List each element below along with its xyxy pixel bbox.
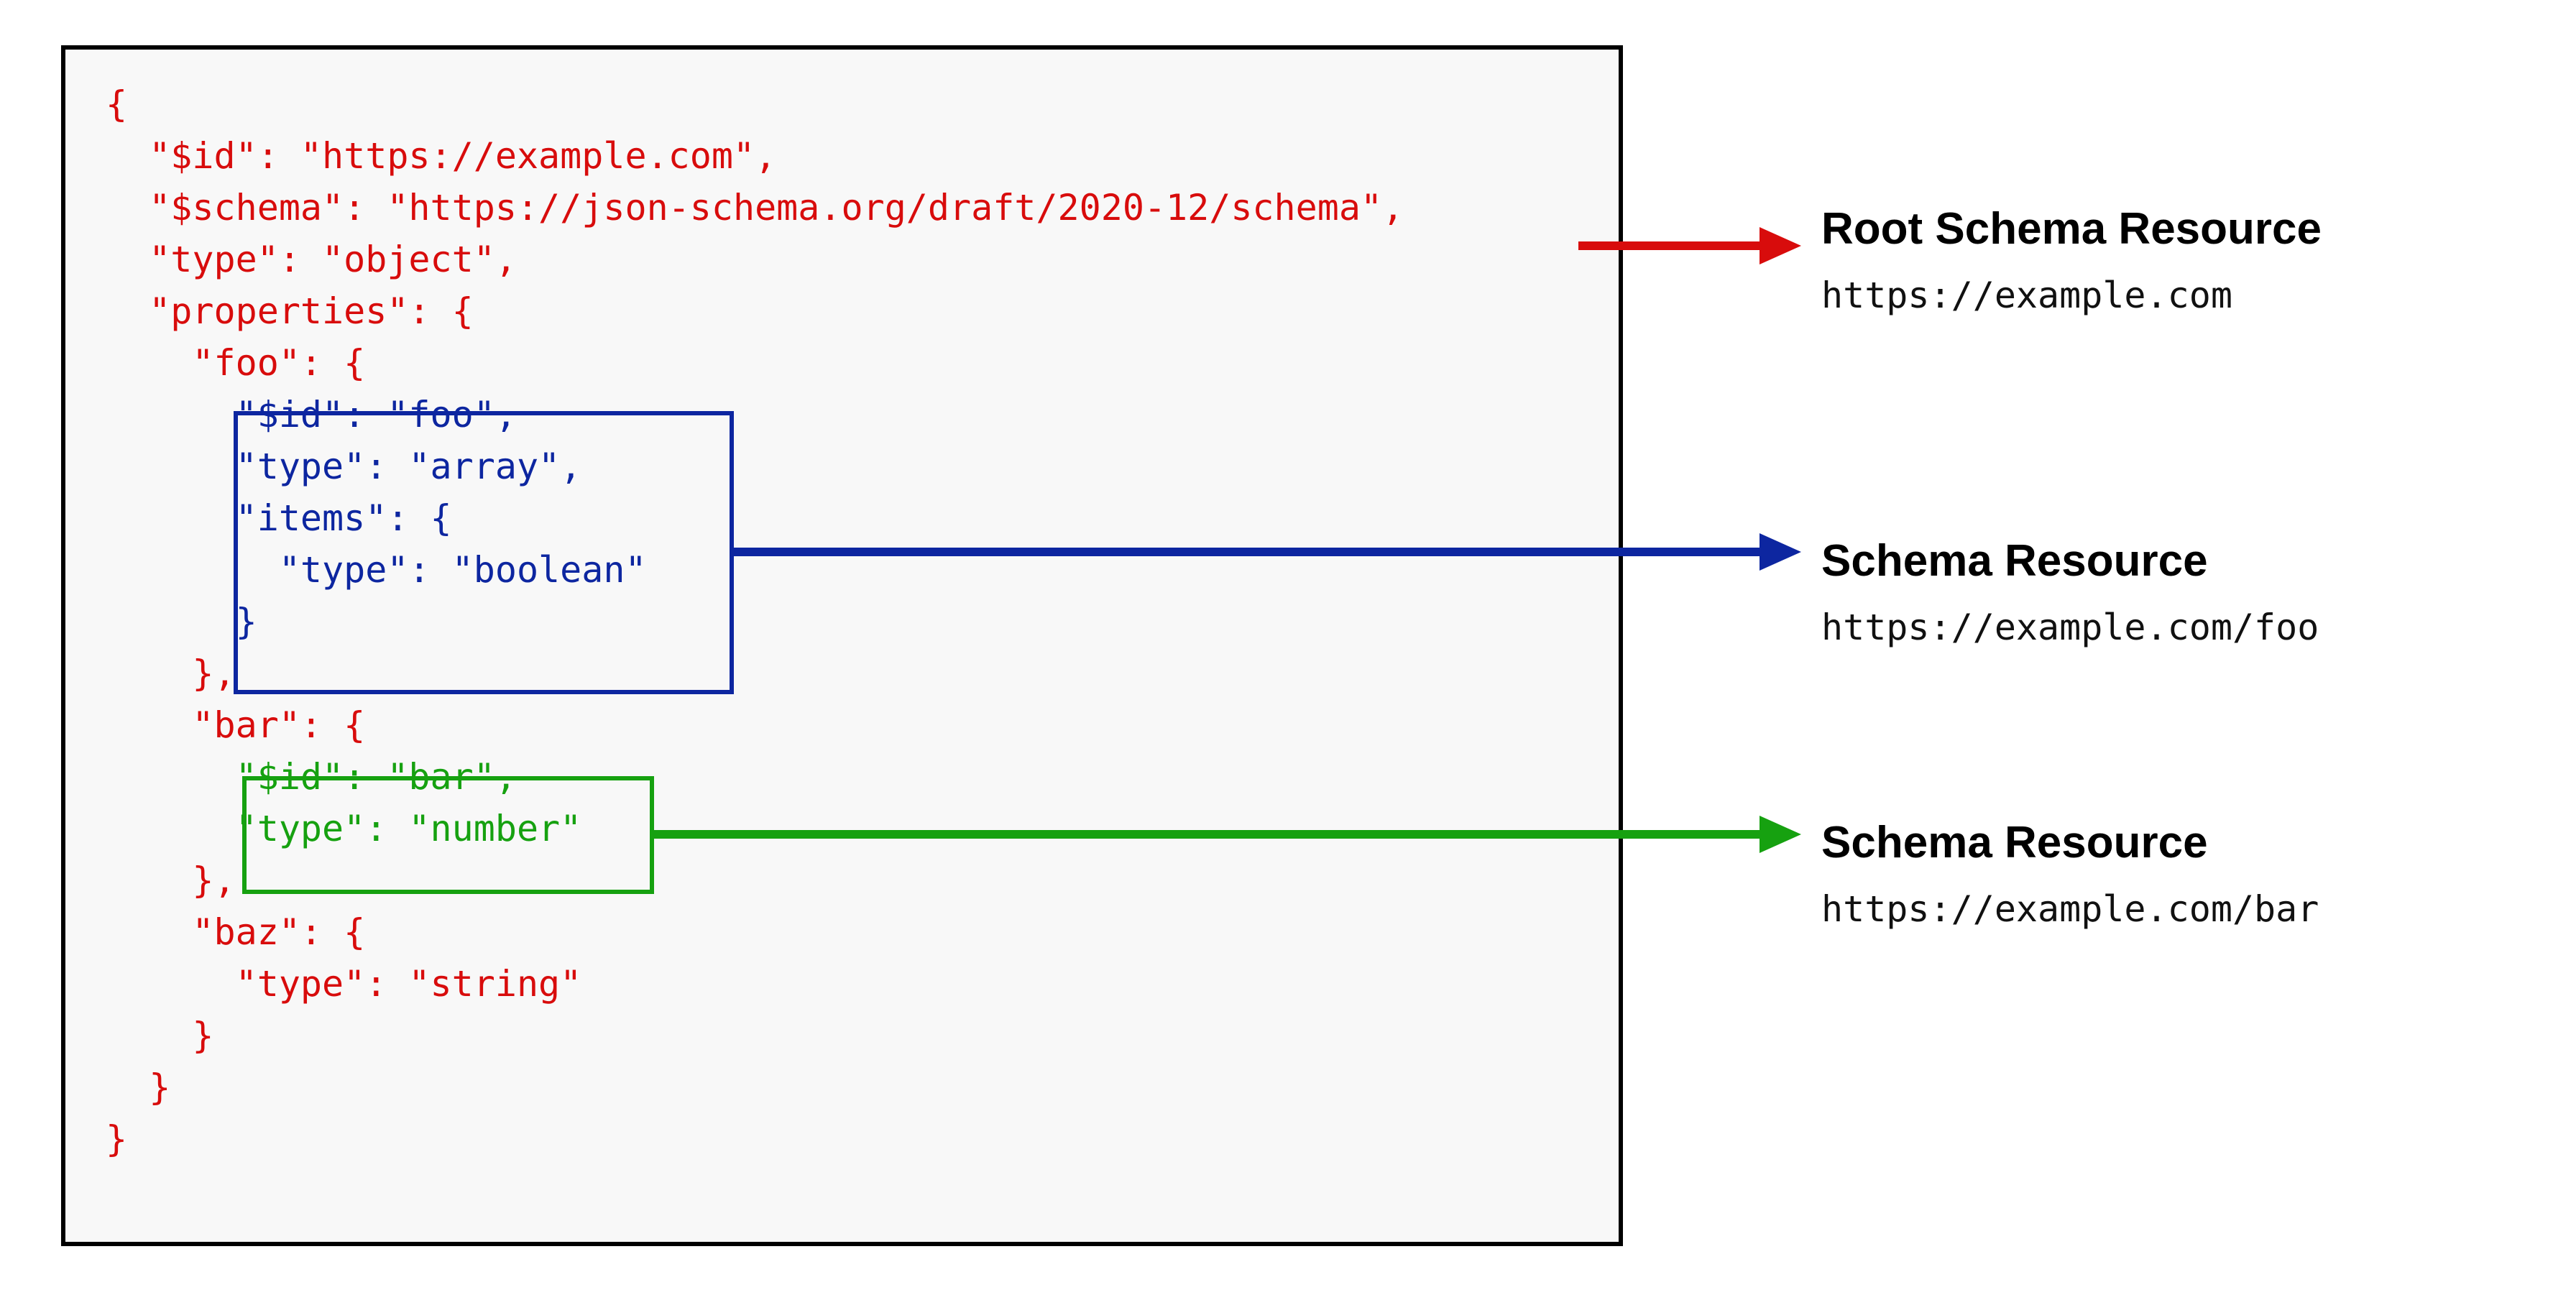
code-line: "items": { [106, 497, 452, 539]
annotation-title: Schema Resource [1821, 818, 2208, 867]
annotation-uri: https://example.com/bar [1821, 888, 2319, 930]
code-line: "type": "string" [106, 963, 582, 1005]
code-line: "$id": "bar", [106, 756, 517, 798]
annotation-bar-schema-resource: Schema Resource https://example.com/bar [1821, 817, 2319, 931]
annotation-foo-schema-resource: Schema Resource https://example.com/foo [1821, 535, 2319, 649]
annotation-title: Root Schema Resource [1821, 204, 2322, 254]
code-line: "$id": "https://example.com", [106, 135, 777, 177]
code-line: "$id": "foo", [106, 394, 517, 435]
annotation-uri: https://example.com/foo [1821, 607, 2319, 648]
code-line: "$schema": "https://json-schema.org/draf… [106, 187, 1404, 229]
code-line: "foo": { [106, 342, 366, 384]
code-line: "type": "boolean" [106, 549, 647, 591]
arrow-head [1760, 227, 1801, 264]
code-line: } [106, 601, 257, 642]
arrow-shaft [730, 548, 1764, 556]
code-line: }, [106, 653, 236, 694]
code-line: }, [106, 860, 236, 901]
code-line: } [106, 1118, 128, 1160]
arrow-shaft [1578, 241, 1764, 250]
arrow-head [1760, 533, 1801, 571]
code-line: "type": "array", [106, 446, 582, 487]
code-line: "baz": { [106, 911, 366, 953]
code-line: "type": "object", [106, 239, 517, 280]
annotation-uri: https://example.com [1821, 275, 2232, 316]
code-line: "bar": { [106, 704, 366, 746]
json-code-panel: { "$id": "https://example.com", "$schema… [61, 45, 1623, 1246]
code-line: } [106, 1015, 214, 1056]
arrow-shaft [650, 830, 1764, 839]
annotation-title: Schema Resource [1821, 536, 2208, 586]
code-line: { [106, 83, 128, 125]
annotation-root-schema-resource: Root Schema Resource https://example.com [1821, 203, 2322, 317]
code-line: "type": "number" [106, 808, 582, 849]
json-code-listing: { "$id": "https://example.com", "$schema… [106, 78, 1404, 1165]
arrow-head [1760, 816, 1801, 853]
code-line: } [106, 1066, 171, 1108]
code-line: "properties": { [106, 290, 474, 332]
